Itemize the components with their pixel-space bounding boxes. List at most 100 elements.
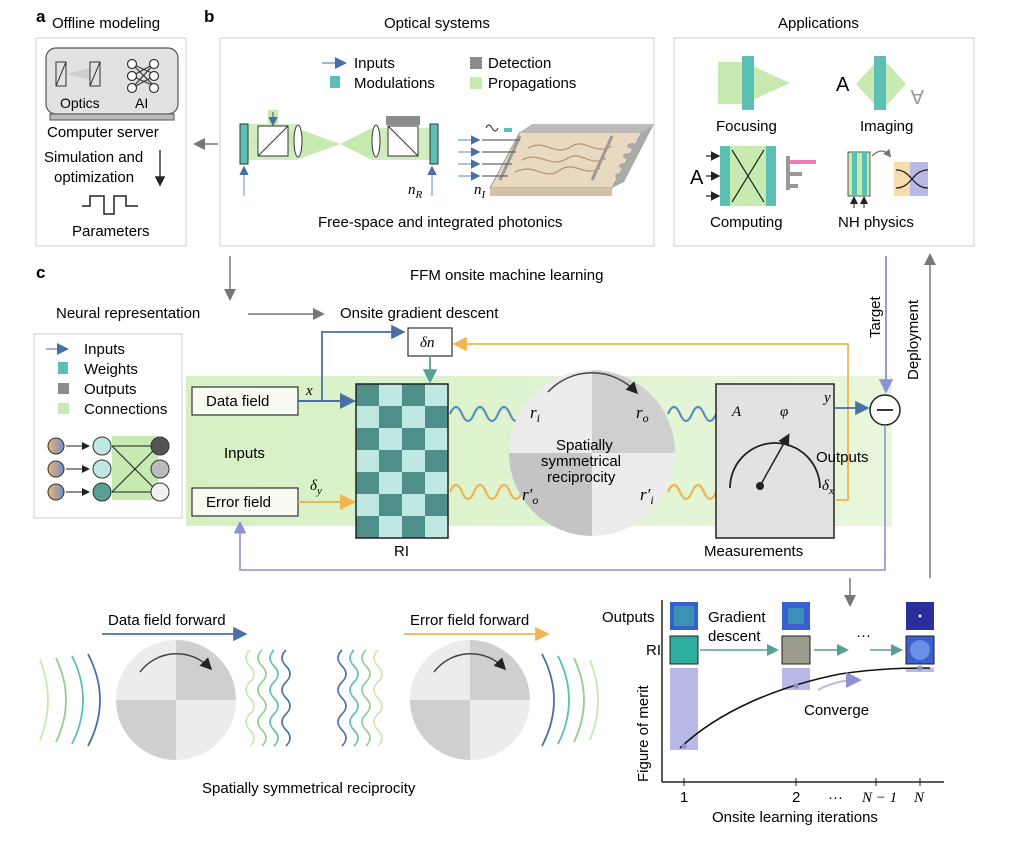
- nl-connections: Connections: [84, 401, 167, 418]
- converge-label: Converge: [804, 702, 869, 719]
- nl-weights-swatch: [58, 362, 68, 374]
- error-field-forward: Error field forward: [410, 612, 529, 629]
- onsite-gradient-descent: Onsite gradient descent: [340, 305, 499, 322]
- ri-in-label: ri: [530, 403, 540, 425]
- panel-b-letter: b: [204, 7, 214, 26]
- ri-cell: [356, 428, 379, 450]
- ri-cell: [425, 428, 448, 450]
- legend-modulations-swatch: [330, 76, 340, 88]
- x-label: x: [305, 383, 313, 399]
- neural-representation: Neural representation: [56, 305, 200, 322]
- ri-cell: [402, 406, 425, 428]
- parameters-label: Parameters: [72, 223, 150, 240]
- server-base: [49, 113, 175, 121]
- legend-inputs: Inputs: [354, 55, 395, 72]
- legend-propagations-swatch: [470, 77, 482, 89]
- purple-return-path: [233, 425, 886, 571]
- computing-label: Computing: [710, 214, 783, 231]
- right-wavefronts: [541, 653, 599, 747]
- ri-cell: [402, 472, 425, 494]
- ri-cell: [356, 384, 379, 406]
- imaging-label: Imaging: [860, 118, 913, 135]
- ssr-line-1: Spatially: [556, 437, 613, 454]
- convergence-curve: [679, 667, 931, 749]
- ai-label: AI: [135, 95, 148, 111]
- deployment-label: Deployment: [905, 299, 922, 380]
- error-field-label: Error field: [206, 494, 271, 511]
- tick-dots: ···: [828, 789, 843, 806]
- data-field-label: Data field: [206, 393, 269, 410]
- focusing-label: Focusing: [716, 118, 777, 135]
- ri-cell: [379, 450, 402, 472]
- delta-n-label: δn: [420, 335, 434, 351]
- ri-checkerboard: [356, 384, 448, 538]
- chart-gd-2: descent: [708, 628, 761, 645]
- ri-cell: [356, 472, 379, 494]
- free-space-setup: [239, 110, 439, 196]
- orange-wave-left: [448, 483, 524, 501]
- delta-n-box: [407, 327, 453, 357]
- neural-network-icon: [47, 436, 170, 502]
- ri-cell: [425, 494, 448, 516]
- chart-ticks: [683, 778, 921, 786]
- chart-xlabel: Onsite learning iterations: [712, 809, 878, 826]
- photonic-chip: [489, 124, 654, 196]
- ri-cell: [425, 450, 448, 472]
- chart-outputs-label: Outputs: [602, 609, 655, 626]
- ssr-line-3: reciprocity: [547, 469, 616, 486]
- panel-a-box: [35, 37, 187, 247]
- ri-cell: [379, 384, 402, 406]
- chart-gd-1: Gradient: [708, 609, 766, 626]
- ri-cell: [425, 472, 448, 494]
- ri-cell: [379, 516, 402, 538]
- iteration-1-thumbs: [669, 602, 699, 750]
- measurements-label: Measurements: [704, 543, 803, 560]
- y-label: y: [822, 390, 831, 406]
- optics-icon: [55, 61, 101, 87]
- ri-cell: [402, 516, 425, 538]
- bottom-disc-2: [410, 640, 530, 760]
- imaging-letter-a: A: [836, 74, 850, 96]
- iteration-n-thumbs: [905, 602, 935, 672]
- chart-ylabel: Figure of merit: [635, 684, 652, 782]
- dx-label: δx: [822, 478, 834, 497]
- panel-c-title: FFM onsite machine learning: [410, 267, 603, 284]
- ri-cell: [379, 494, 402, 516]
- nl-inputs: Inputs: [84, 341, 125, 358]
- ri-cell: [425, 406, 448, 428]
- dy-label: δy: [310, 478, 322, 497]
- ri-cell: [379, 428, 402, 450]
- panel-b-box: [219, 37, 655, 247]
- chip-inputs: [458, 124, 520, 181]
- data-field-box[interactable]: [191, 386, 299, 416]
- nl-connections-swatch: [58, 403, 69, 414]
- tick-1: 1: [680, 789, 688, 806]
- imaging-letter-a-inverted: A: [910, 85, 924, 107]
- measurements-box: [715, 383, 835, 539]
- orange-wave-right: [666, 483, 718, 501]
- ri-prime-label: r′i: [640, 485, 654, 507]
- neural-legend-box: [33, 333, 183, 519]
- gauge-icon: [729, 433, 821, 490]
- left-wavefronts: [39, 653, 101, 747]
- blue-wave-right: [666, 405, 718, 423]
- panel-a-letter: a: [36, 7, 46, 26]
- ai-network-icon: [126, 58, 160, 94]
- optics-label: Optics: [60, 95, 100, 111]
- target-label: Target: [867, 295, 884, 338]
- nR-label: nR: [408, 182, 423, 201]
- ssr-line-2: symmetrical: [541, 453, 621, 470]
- server-label: Computer server: [47, 124, 159, 141]
- ri-cell: [379, 406, 402, 428]
- nI-label: nI: [474, 182, 487, 201]
- ri-cell: [402, 384, 425, 406]
- ri-cell: [356, 450, 379, 472]
- orange-feedback-path: [452, 336, 849, 501]
- reciprocity-disc: [509, 370, 675, 536]
- sim-label-1: Simulation and: [44, 149, 143, 166]
- focusing-icon: [718, 56, 790, 110]
- panel-b-caption: Free-space and integrated photonics: [318, 214, 562, 231]
- measure-phi-label: φ: [780, 404, 788, 420]
- error-field-box[interactable]: [191, 487, 299, 517]
